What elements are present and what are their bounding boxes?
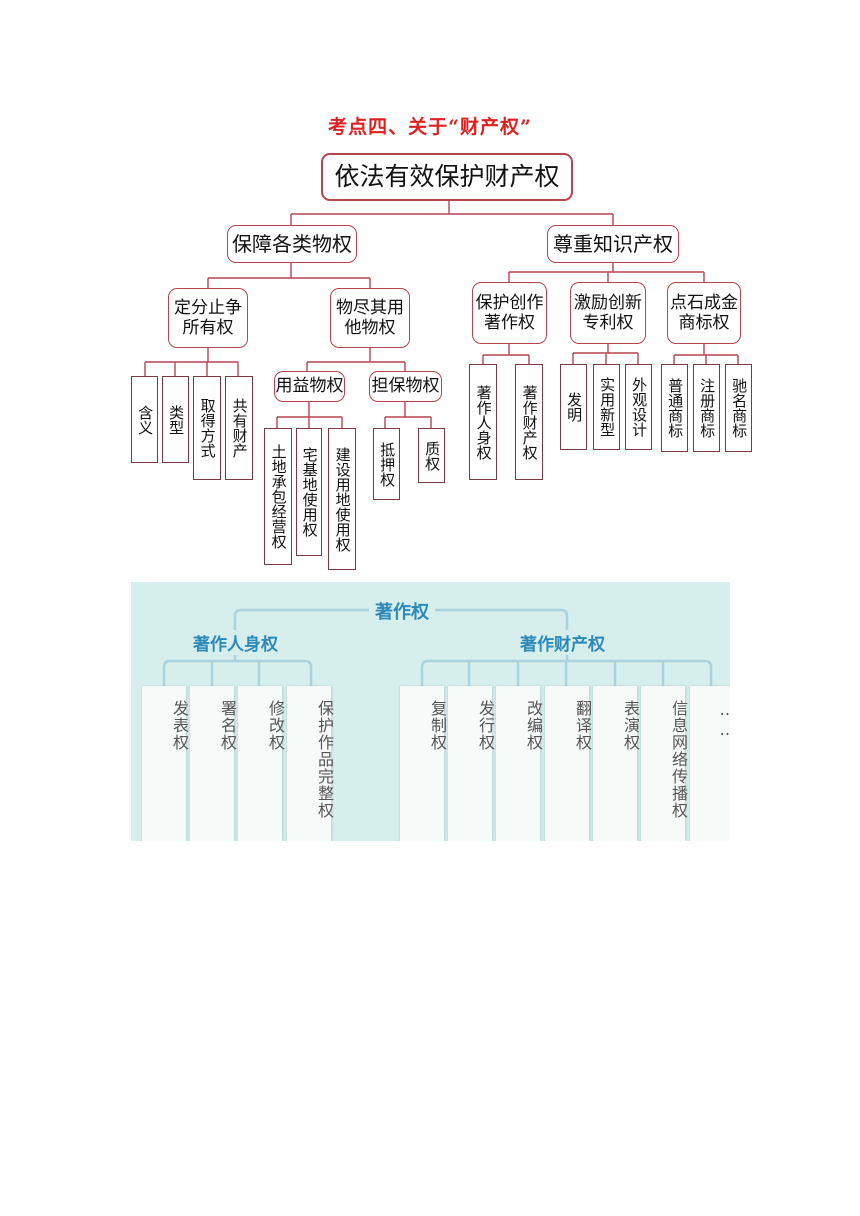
card-adaptation-label: 改编权 [524,700,543,751]
copyright-personal-heading: 著作人身权 [187,630,284,655]
leaf-pledge: 质权 [418,428,445,483]
card-integrity-label: 保护作品完整权 [315,700,334,819]
leaf-trademark-ordinary: 普通商标 [661,364,688,452]
page-title: 考点四、关于“财产权” [328,116,532,138]
node-copyright: 保护创作 著作权 [472,282,547,344]
copyright-panel: 著作权 著作人身权 著作财产权 发表权 署名权 修改权 保护作品完整权 复制权 … [131,582,730,841]
copyright-root: 著作权 [369,598,435,624]
card-translation: 翻译权 [544,686,592,841]
leaf-trademark-registered: 注册商标 [693,364,720,452]
card-integrity: 保护作品完整权 [286,686,334,841]
card-network: 信息网络传播权 [640,686,688,841]
card-attribution: 署名权 [189,686,237,841]
leaf-mortgage: 抵押权 [373,428,400,500]
node-usufruct: 用益物权 [274,371,345,402]
node-property-rights-label: 保障各类物权 [232,232,352,256]
card-publication-label: 发表权 [170,700,189,751]
leaf-patent-invention: 发明 [560,364,587,450]
leaf-ownership-meaning: 含义 [131,376,158,463]
card-performance: 表演权 [592,686,640,841]
card-distribution-label: 发行权 [476,700,495,751]
node-property-rights: 保障各类物权 [227,225,357,263]
card-more: …… [689,686,730,841]
node-intellectual-property-label: 尊重知识产权 [553,232,673,256]
node-other-rights: 物尽其用 他物权 [330,288,410,348]
root-node: 依法有效保护财产权 [321,153,573,201]
copyright-property-heading: 著作财产权 [514,630,611,655]
leaf-trademark-famous: 驰名商标 [725,364,752,452]
node-ownership-label: 定分止争 所有权 [174,297,242,338]
leaf-homestead: 宅基地使用权 [296,428,322,556]
card-modification: 修改权 [237,686,285,841]
card-more-label: …… [718,700,730,740]
node-security: 担保物权 [369,371,442,402]
node-patent: 激励创新 专利权 [570,282,646,344]
node-trademark: 点石成金 商标权 [667,282,741,344]
card-network-label: 信息网络传播权 [669,700,688,819]
leaf-land-contract: 土地承包经营权 [264,428,292,565]
leaf-construction-land: 建设用地使用权 [328,428,356,570]
card-publication: 发表权 [141,686,189,841]
card-attribution-label: 署名权 [218,700,237,751]
tree-connectors [144,200,739,428]
card-reproduction-label: 复制权 [428,700,447,751]
node-intellectual-property: 尊重知识产权 [547,225,679,263]
card-modification-label: 修改权 [266,700,285,751]
leaf-patent-utility: 实用新型 [593,364,620,450]
node-copyright-label: 保护创作 著作权 [475,292,544,333]
node-patent-label: 激励创新 专利权 [574,292,642,333]
leaf-copyright-personal: 著作人身权 [469,364,497,480]
node-ownership: 定分止争 所有权 [168,288,248,348]
card-reproduction: 复制权 [399,686,447,841]
card-adaptation: 改编权 [495,686,543,841]
card-translation-label: 翻译权 [573,700,592,751]
card-distribution: 发行权 [447,686,495,841]
leaf-ownership-shared: 共有财产 [225,376,253,480]
leaf-ownership-types: 类型 [162,376,189,463]
leaf-patent-design: 外观设计 [625,364,652,450]
node-usufruct-label: 用益物权 [275,376,344,397]
root-node-label: 依法有效保护财产权 [334,162,560,191]
leaf-copyright-property: 著作财产权 [515,364,543,480]
node-other-rights-label: 物尽其用 他物权 [336,297,404,338]
card-performance-label: 表演权 [621,700,640,751]
node-trademark-label: 点石成金 商标权 [670,292,738,333]
leaf-ownership-acquisition: 取得方式 [193,376,221,480]
node-security-label: 担保物权 [371,376,440,397]
